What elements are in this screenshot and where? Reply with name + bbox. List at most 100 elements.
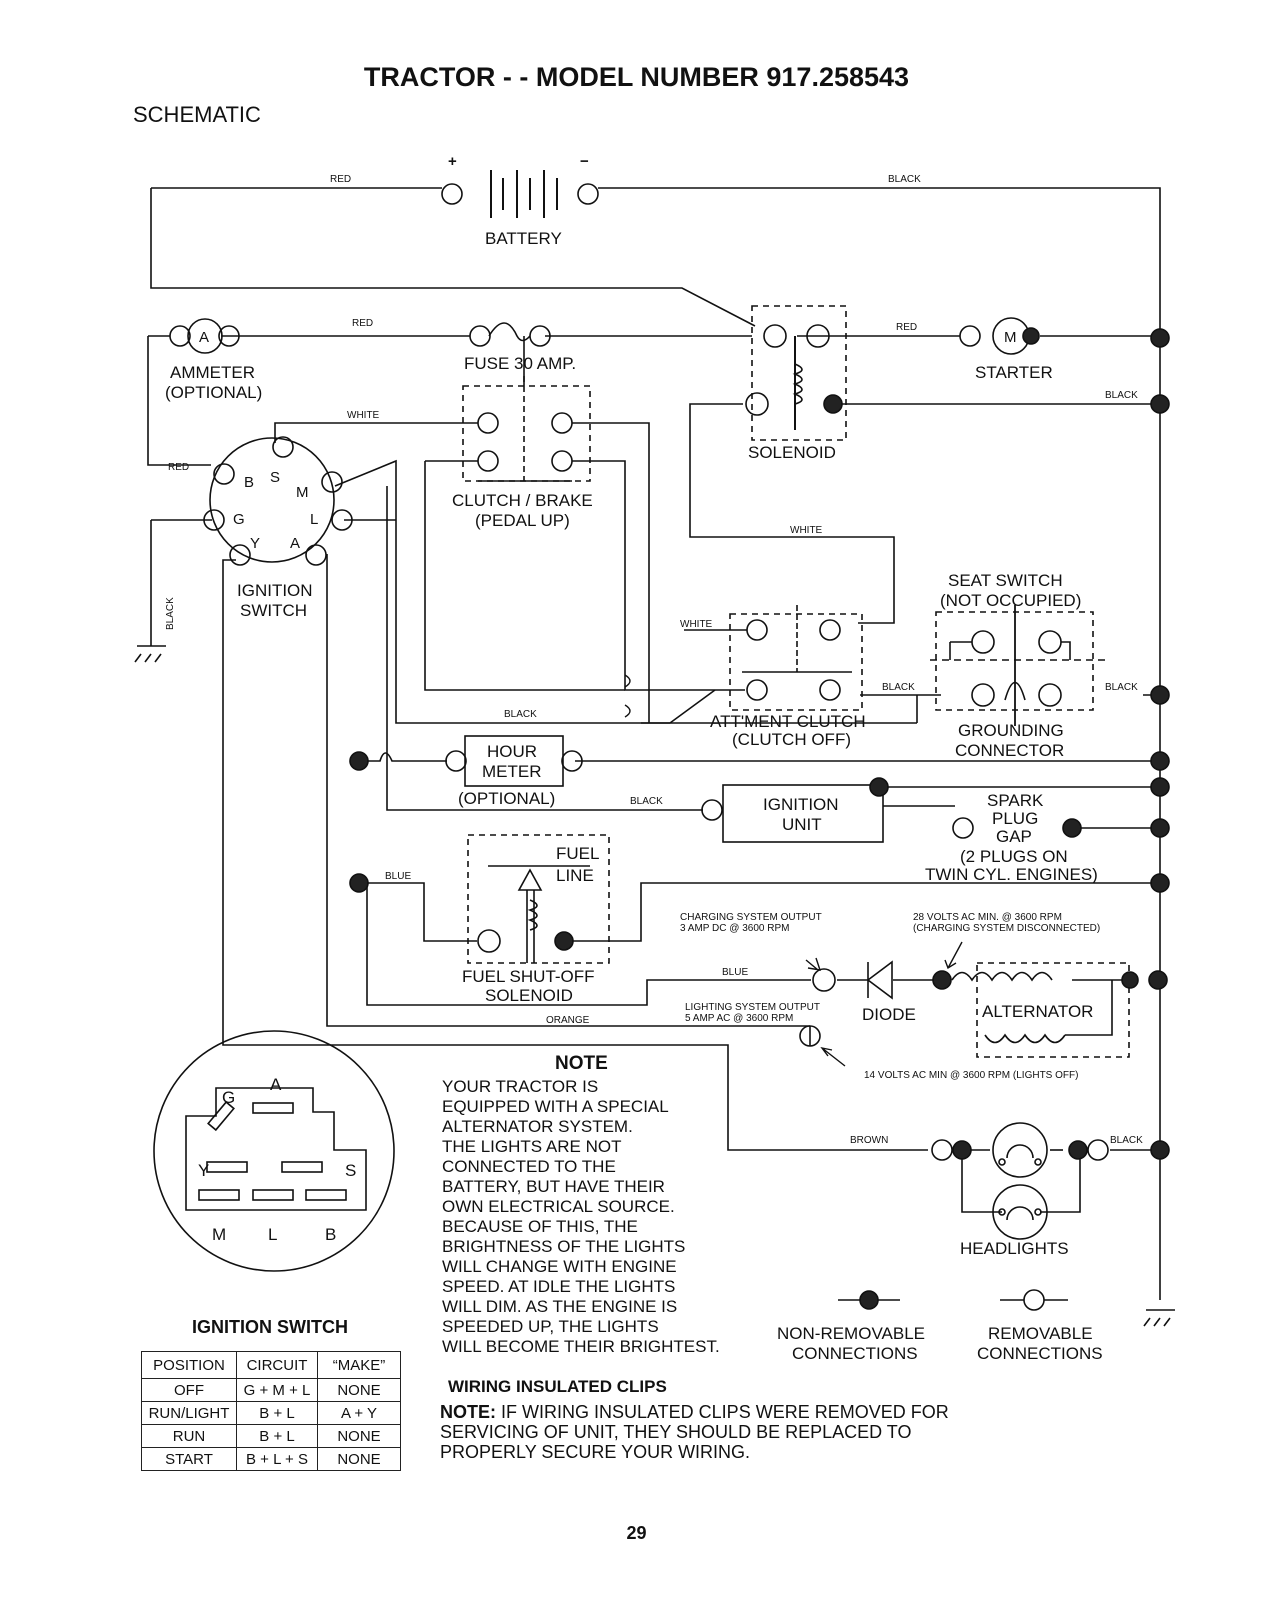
ammeter bbox=[169, 318, 240, 354]
table-row: OFF G + M + L NONE bbox=[141, 1378, 401, 1402]
cell: B + L bbox=[236, 1401, 318, 1425]
solenoid bbox=[745, 305, 847, 441]
battery-negative: − bbox=[580, 153, 589, 170]
cell: B + L bbox=[236, 1424, 318, 1448]
wire-label-black: BLACK bbox=[882, 682, 915, 693]
ignition-switch-label-2: SWITCH bbox=[240, 601, 307, 620]
table-header-row: POSITION CIRCUIT “MAKE” bbox=[141, 1351, 401, 1379]
diode-label: DIODE bbox=[862, 1005, 916, 1024]
battery-label: BATTERY bbox=[485, 229, 562, 248]
ignition-switch-table: POSITION CIRCUIT “MAKE” OFF G + M + L NO… bbox=[141, 1351, 401, 1471]
headlights bbox=[931, 1122, 1109, 1240]
volts28-label-2: (CHARGING SYSTEM DISCONNECTED) bbox=[913, 923, 1100, 934]
clutch-brake-label: CLUTCH / BRAKE bbox=[452, 491, 593, 510]
legend-non-removable: NON-REMOVABLE bbox=[777, 1324, 925, 1343]
note-body: YOUR TRACTOR IS EQUIPPED WITH A SPECIAL … bbox=[442, 1077, 720, 1356]
legend-removable: REMOVABLE bbox=[988, 1324, 1093, 1343]
charging-label-1: CHARGING SYSTEM OUTPUT bbox=[680, 912, 822, 923]
spark-label-1: SPARK bbox=[987, 791, 1044, 810]
labels: RED + − BLACK BATTERY A RED AMMETER (OPT… bbox=[165, 153, 1143, 1363]
volts28-label-1: 28 VOLTS AC MIN. @ 3600 RPM bbox=[913, 912, 1062, 923]
face-l: L bbox=[268, 1225, 277, 1244]
term-y: Y bbox=[250, 535, 260, 552]
diode bbox=[799, 941, 963, 1067]
term-g: G bbox=[233, 511, 245, 528]
legend-symbols bbox=[838, 1289, 1068, 1311]
fuel-solenoid-label: FUEL SHUT-OFF bbox=[462, 967, 595, 986]
wires bbox=[134, 187, 1175, 1327]
legend-non-removable-2: CONNECTIONS bbox=[792, 1344, 918, 1363]
clutch-brake-switch bbox=[462, 376, 591, 482]
hour-meter-label-2: METER bbox=[482, 762, 542, 781]
wire-label-blue: BLUE bbox=[722, 967, 748, 978]
alternator bbox=[951, 962, 1168, 1058]
cell: RUN/LIGHT bbox=[141, 1401, 237, 1425]
fuse bbox=[469, 322, 551, 347]
clips-note-body: IF WIRING INSULATED CLIPS WERE REMOVED F… bbox=[440, 1402, 949, 1462]
cell: A + Y bbox=[317, 1401, 401, 1425]
seat-switch-sub: (NOT OCCUPIED) bbox=[940, 591, 1081, 610]
lighting-label-1: LIGHTING SYSTEM OUTPUT bbox=[685, 1002, 820, 1013]
clips-note-lead: NOTE: bbox=[440, 1402, 496, 1422]
term-b: B bbox=[244, 474, 254, 491]
ignition-unit-label-2: UNIT bbox=[782, 815, 822, 834]
wire-label-white: WHITE bbox=[347, 410, 380, 421]
table-row: RUN B + L NONE bbox=[141, 1424, 401, 1448]
ignition-unit bbox=[701, 777, 889, 843]
cell: START bbox=[141, 1447, 237, 1471]
wire-label-red: RED bbox=[168, 462, 189, 473]
wire-label-orange: ORANGE bbox=[546, 1015, 590, 1026]
wire-label-black: BLACK bbox=[630, 796, 663, 807]
cell: NONE bbox=[317, 1447, 401, 1471]
ignition-table-title: IGNITION SWITCH bbox=[192, 1317, 348, 1337]
wire-label-blue: BLUE bbox=[385, 871, 411, 882]
header-make: “MAKE” bbox=[317, 1351, 401, 1379]
hour-meter bbox=[349, 735, 583, 787]
term-s: S bbox=[270, 469, 280, 486]
cell: NONE bbox=[317, 1424, 401, 1448]
face-y: Y bbox=[198, 1161, 209, 1180]
fuel-solenoid-label-2: SOLENOID bbox=[485, 986, 573, 1005]
header-circuit: CIRCUIT bbox=[236, 1351, 318, 1379]
page-subtitle: SCHEMATIC bbox=[133, 102, 261, 127]
solenoid-label: SOLENOID bbox=[748, 443, 836, 462]
table-row: START B + L + S NONE bbox=[141, 1447, 401, 1471]
clips-note: NOTE: IF WIRING INSULATED CLIPS WERE REM… bbox=[440, 1402, 1200, 1462]
wire-label-black: BLACK bbox=[1105, 682, 1138, 693]
charging-label-2: 3 AMP DC @ 3600 RPM bbox=[680, 923, 789, 934]
battery bbox=[441, 170, 599, 218]
seat-switch-label: SEAT SWITCH bbox=[948, 571, 1063, 590]
term-l: L bbox=[310, 511, 318, 528]
face-m: M bbox=[212, 1225, 226, 1244]
page-number: 29 bbox=[626, 1523, 647, 1543]
starter-letter: M bbox=[1004, 329, 1017, 346]
wire-label-black: BLACK bbox=[165, 597, 176, 630]
starter-label: STARTER bbox=[975, 363, 1053, 382]
wire-label-red: RED bbox=[352, 318, 373, 329]
cell: B + L + S bbox=[236, 1447, 318, 1471]
volts14-label: 14 VOLTS AC MIN @ 3600 RPM (LIGHTS OFF) bbox=[864, 1070, 1078, 1081]
attment-clutch-label: ATT'MENT CLUTCH bbox=[710, 712, 866, 731]
ignition-switch-face bbox=[153, 1030, 395, 1272]
clips-title: WIRING INSULATED CLIPS bbox=[448, 1377, 667, 1396]
fuel-shutoff-solenoid bbox=[467, 834, 610, 964]
cell: G + M + L bbox=[236, 1378, 318, 1402]
wire-label-black: BLACK bbox=[504, 709, 537, 720]
wire-label-black: BLACK bbox=[888, 174, 921, 185]
starter-motor bbox=[959, 317, 1040, 355]
headlights-label: HEADLIGHTS bbox=[960, 1239, 1069, 1258]
term-a: A bbox=[290, 535, 300, 552]
fuel-line-label-2: LINE bbox=[556, 866, 594, 885]
ignition-switch bbox=[203, 436, 353, 566]
fuse-label: FUSE 30 AMP. bbox=[464, 354, 576, 373]
term-m: M bbox=[296, 484, 309, 501]
spark-label-3: GAP bbox=[996, 827, 1032, 846]
header-position: POSITION bbox=[141, 1351, 237, 1379]
spark-label-4: (2 PLUGS ON bbox=[960, 847, 1068, 866]
clutch-brake-sub: (PEDAL UP) bbox=[475, 511, 570, 530]
wire-label-white: WHITE bbox=[680, 619, 713, 630]
wire-label-black: BLACK bbox=[1110, 1135, 1143, 1146]
ammeter-optional: (OPTIONAL) bbox=[165, 383, 262, 402]
page-title: TRACTOR - - MODEL NUMBER 917.258543 bbox=[363, 62, 910, 92]
